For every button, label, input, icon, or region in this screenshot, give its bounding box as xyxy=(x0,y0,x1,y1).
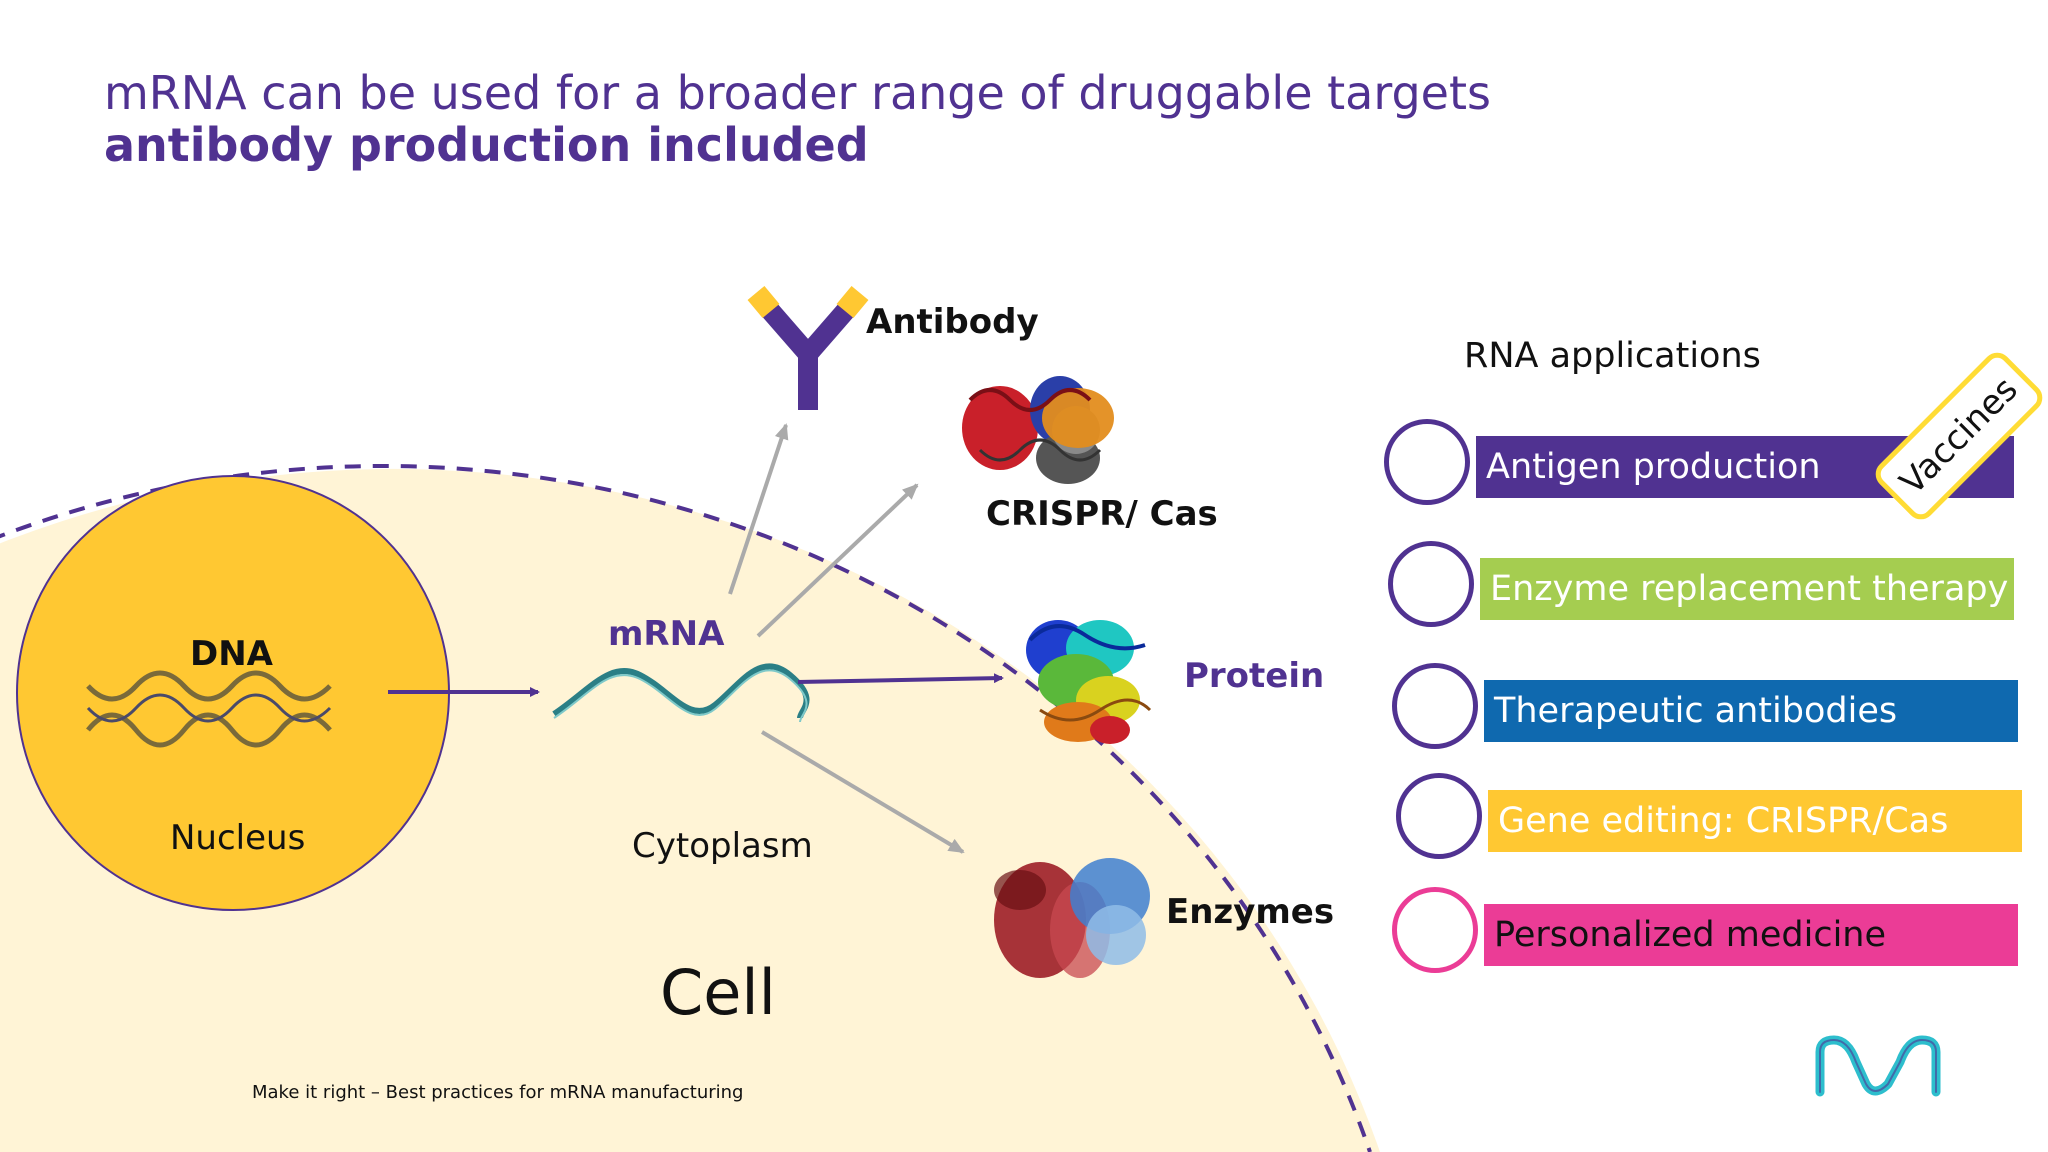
arrow-mrna-to-antibody xyxy=(728,423,789,595)
dna-label: DNA xyxy=(190,634,273,674)
footer-text: Make it right – Best practices for mRNA … xyxy=(252,1082,744,1103)
title-line-1: mRNA can be used for a broader range of … xyxy=(104,66,1491,120)
app-bar: Gene editing: CRISPR/Cas xyxy=(1488,790,2022,852)
app-bar: Therapeutic antibodies xyxy=(1484,680,2018,742)
crispr-cas-protein-icon xyxy=(962,376,1114,484)
app-ring-icon xyxy=(1392,887,1478,973)
app-row-gene-editing: Gene editing: CRISPR/Cas xyxy=(1396,773,2026,859)
antibody-label: Antibody xyxy=(866,302,1039,342)
mrna-strand-icon xyxy=(552,663,810,723)
cytoplasm-label: Cytoplasm xyxy=(632,826,813,866)
app-row-personalized-medicine: Personalized medicine xyxy=(1392,887,2022,973)
cell-membrane-outline xyxy=(0,464,1372,1152)
protein-label: Protein xyxy=(1184,656,1325,696)
dna-helix-icon xyxy=(86,670,332,748)
app-row-therapeutic-antibodies: Therapeutic antibodies xyxy=(1392,663,2022,749)
mrna-label: mRNA xyxy=(608,614,725,654)
cell-label: Cell xyxy=(660,956,776,1029)
arrow-mrna-to-enzymes xyxy=(760,730,965,854)
arrow-mrna-to-crispr xyxy=(756,483,919,638)
crispr-cas-label: CRISPR/ Cas xyxy=(986,494,1218,534)
app-bar: Enzyme replacement therapy xyxy=(1480,558,2014,620)
enzymes-label: Enzymes xyxy=(1166,892,1335,932)
title-line-2: antibody production included xyxy=(104,118,869,172)
app-ring-icon xyxy=(1388,541,1474,627)
app-row-enzyme-replacement-therapy: Enzyme replacement therapy xyxy=(1388,541,2018,627)
nucleus-label: Nucleus xyxy=(170,818,306,858)
app-ring-icon xyxy=(1396,773,1482,859)
rna-applications-heading: RNA applications xyxy=(1464,336,1761,376)
app-ring-icon xyxy=(1384,419,1470,505)
company-logo xyxy=(1815,1035,1941,1097)
arrow-mrna-to-protein xyxy=(797,673,1004,684)
protein-structure-icon xyxy=(1026,620,1152,744)
app-bar: Personalized medicine xyxy=(1484,904,2018,966)
app-ring-icon xyxy=(1392,663,1478,749)
antibody-icon xyxy=(747,285,869,410)
enzyme-structure-icon xyxy=(994,858,1150,978)
